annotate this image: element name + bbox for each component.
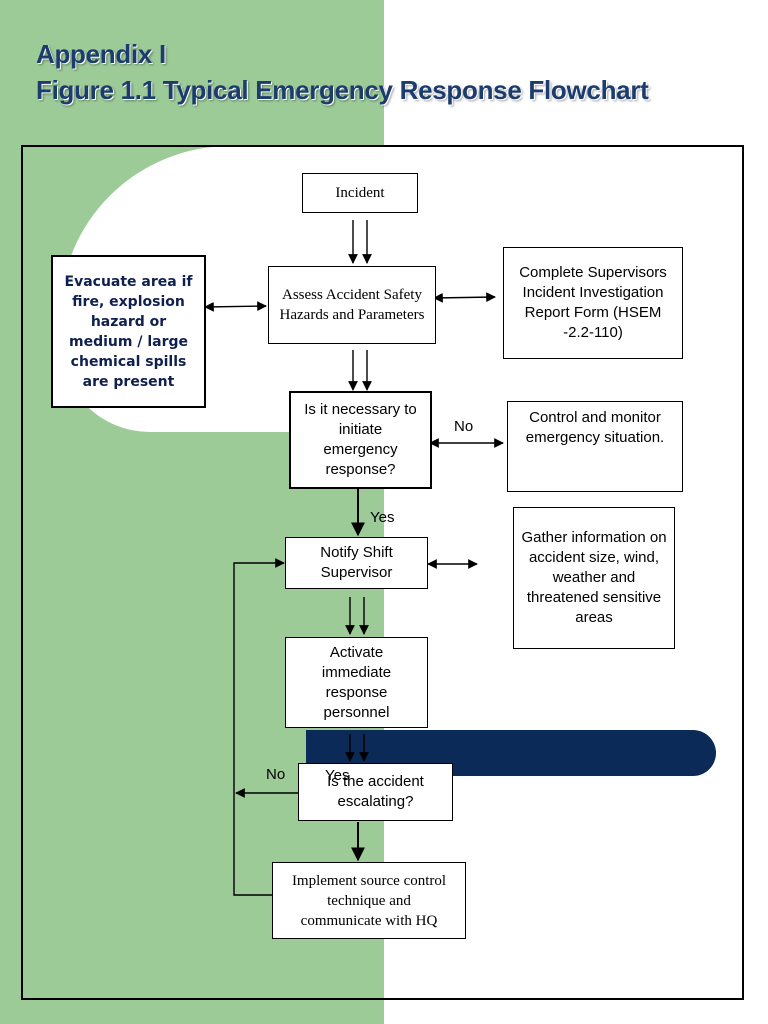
arrow-assess-evacuate (204, 301, 267, 312)
escalating-decision-box: Is the accident escalating? (298, 763, 453, 821)
activate-personnel-box: Activate immediate response personnel (285, 637, 428, 728)
gather-info-box: Gather information on accident size, win… (513, 507, 675, 649)
flowchart-frame (21, 145, 744, 1000)
assess-box: Assess Accident Safety Hazards and Param… (268, 266, 436, 344)
no-label-initiate: No (454, 418, 474, 435)
control-monitor-box: Control and monitor emergency situation. (507, 401, 683, 492)
yes-label-escalating: Yes (325, 767, 350, 784)
incident-box: Incident (302, 173, 418, 213)
implement-box: Implement source control technique and c… (272, 862, 466, 939)
loop-implement-notify (233, 558, 285, 896)
notify-supervisor-box: Notify Shift Supervisor (285, 537, 428, 589)
no-label-escalating: No (266, 766, 286, 783)
title-line-appendix: Appendix I (36, 39, 166, 69)
title-line-figure: Figure 1.1 Typical Emergency Response Fl… (36, 75, 649, 105)
page-title: Appendix I Figure 1.1 Typical Emergency … (36, 36, 649, 108)
initiate-decision-box: Is it necessary to initiate emergency re… (289, 391, 432, 489)
arrow-assess-report (433, 292, 496, 303)
complete-report-box: Complete Supervisors Incident Investigat… (503, 247, 683, 359)
evacuate-box: Evacuate area if fire, explosion hazard … (51, 255, 206, 408)
yes-label-initiate: Yes (370, 509, 395, 526)
